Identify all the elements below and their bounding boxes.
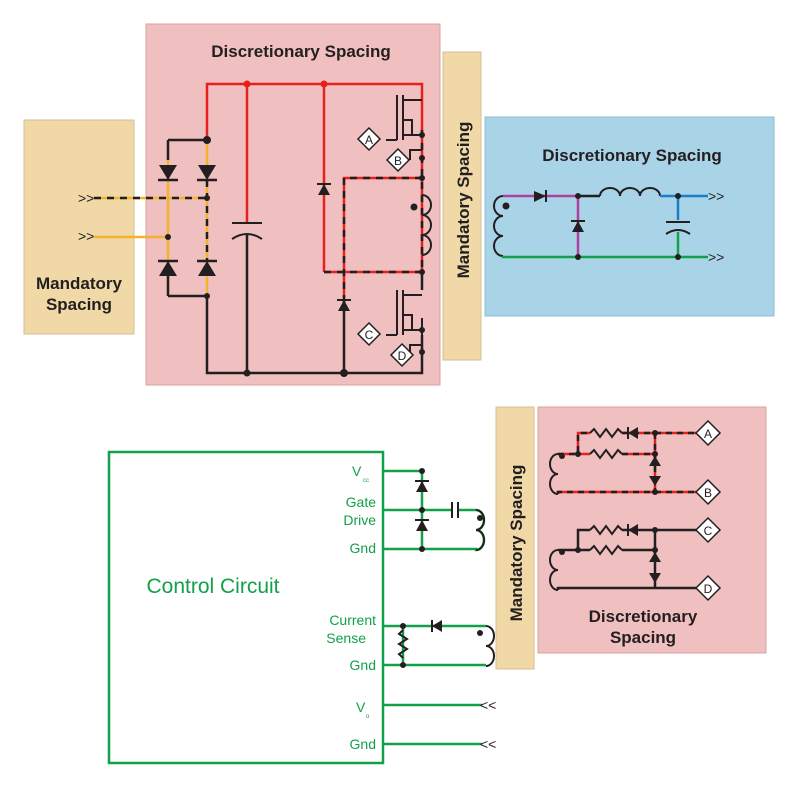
svg-text:A: A [365, 133, 373, 147]
secondary-discretionary-label: Discretionary Spacing [542, 146, 722, 165]
output-chevron-2: >> [708, 249, 724, 265]
svg-text:C: C [704, 524, 713, 538]
gate-drive-lower [549, 524, 696, 591]
gate-drive-upper [549, 427, 696, 495]
bridge-diode-1 [159, 165, 177, 180]
output-chevron-1: >> [708, 188, 724, 204]
svg-text:C: C [365, 328, 374, 342]
gate-transformer [475, 509, 485, 551]
gnd-chevron: << [480, 736, 496, 752]
current-sense-label-1: Current [329, 612, 376, 628]
gate-drive-label-2: Drive [343, 512, 376, 528]
ac-input-chevron-2: >> [78, 228, 94, 244]
center-mandatory-panel [442, 51, 482, 361]
freewheel-diode [572, 221, 584, 232]
gnd-label-3: Gnd [350, 736, 376, 752]
sense-resistor [397, 629, 409, 659]
left-mandatory-label-1: Mandatory [36, 274, 123, 293]
svg-text:B: B [394, 154, 402, 168]
lower-mandatory-label: Mandatory Spacing [507, 465, 526, 622]
primary-circuit: >> >> [78, 80, 432, 377]
node-d-gate: D [694, 574, 722, 602]
primary-coil [421, 194, 432, 256]
node-c-gate: C [694, 516, 722, 544]
primary-discretionary-panel [145, 23, 441, 386]
vcc-sub: cc [363, 478, 369, 484]
vo-sub: o [366, 714, 370, 720]
node-a-gate: A [694, 419, 722, 447]
node-b-gate: B [694, 478, 722, 506]
gate-drive-label-1: Gate [346, 494, 377, 510]
control-components [397, 468, 495, 668]
zener-1 [416, 481, 428, 492]
primary-discretionary-label: Discretionary Spacing [211, 42, 391, 61]
gnd-label-1: Gnd [350, 540, 376, 556]
node-a-top: A [356, 126, 382, 152]
svg-text:D: D [398, 349, 407, 363]
gnd-label-2: Gnd [350, 657, 376, 673]
secondary-discretionary-panel [484, 116, 775, 317]
vo-chevron: << [480, 697, 496, 713]
gate-discretionary-label-2: Spacing [610, 628, 676, 647]
current-transformer [485, 625, 495, 667]
control-circuit-title: Control Circuit [146, 575, 279, 598]
upper-switch [386, 95, 422, 160]
node-d-top: D [389, 342, 415, 368]
vo-label: V [356, 699, 366, 715]
output-inductor [599, 187, 661, 197]
left-mandatory-panel [23, 119, 135, 335]
svg-text:A: A [704, 427, 712, 441]
bridge-diode-4 [198, 261, 216, 276]
ac-input-chevron-1: >> [78, 190, 94, 206]
svg-text:B: B [704, 486, 712, 500]
clamp-diode-1 [318, 184, 330, 195]
node-b-top: B [385, 147, 411, 173]
vcc-label: V [352, 463, 362, 479]
gate-discretionary-label-1: Discretionary [589, 607, 698, 626]
control-circuit-box [107, 450, 385, 765]
lower-mandatory-panel [495, 406, 535, 670]
current-sense-label-2: Sense [326, 630, 366, 646]
svg-text:D: D [704, 582, 713, 596]
bridge-diode-3 [159, 261, 177, 276]
sense-diode [432, 620, 442, 632]
clamp-diode-2 [338, 300, 350, 311]
center-mandatory-label: Mandatory Spacing [454, 122, 473, 279]
left-mandatory-label-2: Spacing [46, 295, 112, 314]
secondary-coil [493, 195, 504, 257]
control-wiring [383, 469, 486, 746]
zener-2 [416, 520, 428, 531]
secondary-circuit: >> >> [493, 187, 724, 265]
node-c-top: C [356, 321, 382, 347]
bridge-diode-2 [198, 165, 216, 180]
rectifier-diode [534, 191, 546, 202]
